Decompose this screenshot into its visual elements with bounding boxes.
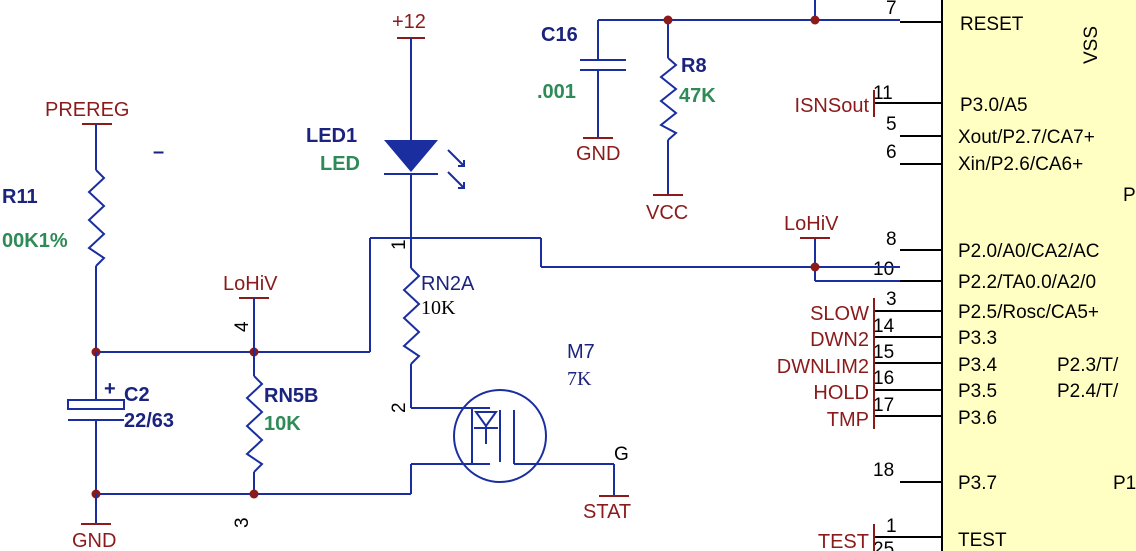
pin-name-p1: P1 [1113,473,1136,494]
pin-name-p20: P2.0/A0/CA2/AC [958,241,1100,262]
r11-ref: R11 [2,186,38,208]
r11-resistor-symbol [87,169,106,267]
c16-value: .001 [537,81,576,103]
rn2a-resistor-symbol [402,267,458,409]
vcc-label: VCC [646,202,688,224]
m7-ref: M7 [567,341,595,363]
lohiv-top-label: LoHiV [784,213,839,235]
pin-num-16: 16 [873,368,894,389]
c16-ref: C16 [541,24,578,46]
stat-label: STAT [583,501,631,523]
pin-num-10: 10 [873,259,894,280]
ic-pin-lines [874,21,942,538]
pin-name-p35: P3.5 [958,381,997,402]
led1-ref: LED1 [306,125,357,147]
pin-num-5: 5 [886,114,897,135]
net-label-slow: SLOW [810,303,869,325]
rn5b-value: 10K [264,413,301,435]
c2-plus: + [104,378,116,400]
gnd-bottom-label: GND [72,530,116,551]
net-label-tmp: TMP [827,409,869,431]
c2-capacitor-symbol [67,352,125,494]
pin-name-xout: Xout/P2.7/CA7+ [958,127,1095,148]
pin-name-p36: P3.6 [958,408,997,429]
pin-num-8: 8 [886,229,897,250]
ic-vss-label: VSS [1081,26,1102,64]
rn2a-pin2: 2 [389,402,410,413]
m7-value: 7K [567,368,592,390]
pin-name-p34: P3.4 [958,355,998,376]
pin-num-15: 15 [873,342,894,363]
pin-name-p33: P3.3 [958,328,997,349]
dash-mark: – [153,141,164,163]
rn2a-ref: RN2A [421,273,475,295]
prereg-label: PREREG [45,99,129,121]
junction-reset [810,15,820,25]
pin-num-1: 1 [886,516,897,537]
pin-num-18: 18 [873,460,894,481]
c16-gnd-label: GND [576,143,620,165]
pin-name-partial-p: P [1123,185,1136,206]
pin-num-14: 14 [873,316,895,337]
net-label-dwn2: DWN2 [810,329,869,351]
rn5b-ref: RN5B [264,385,318,407]
pin-num-25: 25 [873,539,894,551]
led1-symbol [384,140,465,189]
pin-num-11: 11 [873,83,893,104]
pin-name-xin: Xin/P2.6/CA6+ [958,154,1083,175]
r11-value: 00K1% [2,230,68,252]
pin-name-p25: P2.5/Rosc/CA5+ [958,302,1099,323]
r8-resistor-symbol [653,57,683,196]
m7-gate-label: G [614,444,629,465]
net-label-dwnlim2: DWNLIM2 [777,356,869,378]
reset-net-wires [597,0,900,60]
pin-name-reset: RESET [960,14,1024,35]
pin-name-test: TEST [958,530,1007,551]
pin-name-p24: P2.4/T/ [1057,381,1119,402]
r8-value: 47K [679,85,716,107]
ic-body [941,0,1136,551]
plus12-label: +12 [392,11,426,33]
junction-lohiv-top [810,262,820,272]
r8-ref: R8 [681,55,707,77]
pin-num-3: 3 [886,289,897,310]
c16-capacitor-symbol [580,59,626,139]
pin-name-p37: P3.7 [958,473,997,494]
pin-num-7: 7 [886,0,897,19]
led1-value: LED [320,153,360,175]
rn2a-pin1: 1 [389,239,410,250]
m7-mosfet-symbol [453,389,629,497]
pin-num-17: 17 [873,395,894,416]
junction-ground-rn5b [249,489,259,499]
rn5b-pin4: 4 [232,321,253,332]
lohiv-bus-wires [369,237,900,352]
pin-name-p23: P2.3/T/ [1057,355,1119,376]
pin-name-p30: P3.0/A5 [960,95,1028,116]
c2-value: 22/63 [124,410,174,432]
junction-r8 [663,15,673,25]
net-label-isnsout: ISNSout [795,95,870,117]
rn5b-pin3: 3 [232,517,253,528]
net-label-hold: HOLD [813,382,869,404]
rn5b-resistor-symbol [245,352,264,494]
c2-ref: C2 [124,384,150,406]
pin-num-6: 6 [886,142,897,163]
lohiv-rn5b-label: LoHiV [223,273,278,295]
net-label-test: TEST [818,531,869,551]
pin-name-p22: P2.2/TA0.0/A2/0 [958,272,1096,293]
rn2a-value: 10K [421,297,456,319]
